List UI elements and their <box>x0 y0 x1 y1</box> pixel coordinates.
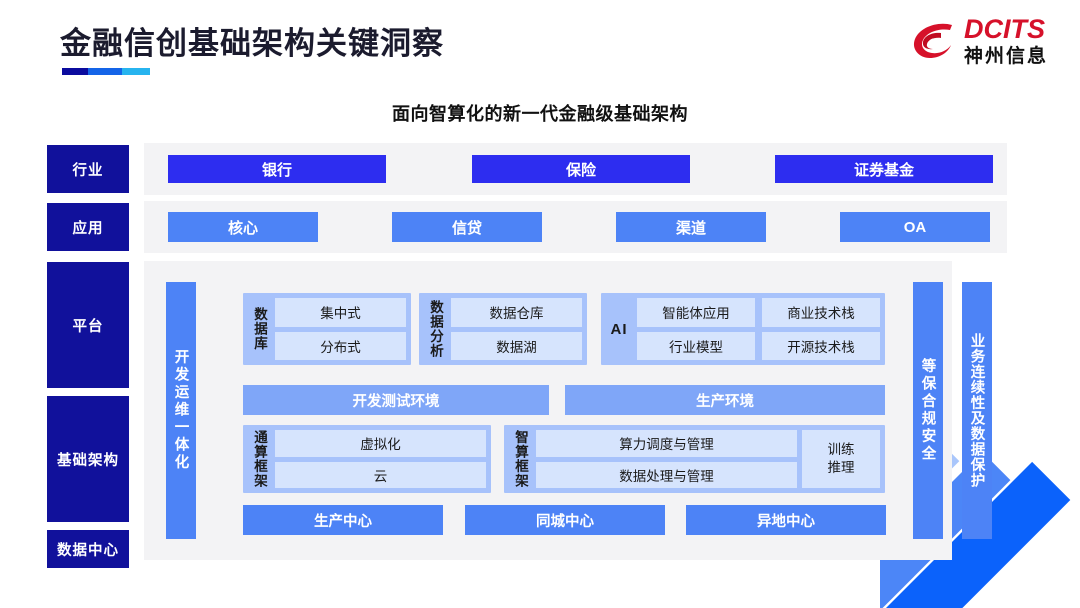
group-label-data-analysis: 数据分析 <box>428 300 443 358</box>
cell-virtualization[interactable]: 虚拟化 <box>275 430 486 457</box>
cell-infer-label: 推理 <box>827 460 855 475</box>
vertical-bar-security: 等保合规安全 <box>913 282 943 539</box>
cell-agent-application[interactable]: 智能体应用 <box>637 298 755 327</box>
app-chip-credit[interactable]: 信贷 <box>392 212 542 242</box>
brand-logo: DCITS 神州信息 <box>908 16 1048 66</box>
page-subtitle: 面向智算化的新一代金融级基础架构 <box>392 104 688 124</box>
cell-train-label: 训练 <box>827 441 855 457</box>
industry-chip-bank[interactable]: 银行 <box>168 155 386 183</box>
cell-data-lake[interactable]: 数据湖 <box>451 331 582 360</box>
cell-data-warehouse[interactable]: 数据仓库 <box>451 298 582 327</box>
band-label-infrastructure: 基础架构 <box>47 396 129 522</box>
cell-distributed[interactable]: 分布式 <box>275 331 406 360</box>
env-bar-production[interactable]: 生产环境 <box>565 385 885 415</box>
industry-chip-securities-fund[interactable]: 证券基金 <box>775 155 993 183</box>
page-title: 金融信创基础架构关键洞察 <box>60 26 444 61</box>
group-label-ai-compute: 智算框架 <box>513 430 528 488</box>
dcits-swirl-logo-icon <box>908 16 958 66</box>
app-chip-core[interactable]: 核心 <box>168 212 318 242</box>
group-ai: AI 智能体应用 商业技术栈 行业模型 开源技术栈 <box>601 293 885 365</box>
center-bar-remote[interactable]: 异地中心 <box>686 505 886 535</box>
cell-industry-model[interactable]: 行业模型 <box>637 331 755 360</box>
cell-open-source-tech-stack[interactable]: 开源技术栈 <box>762 331 880 360</box>
cell-data-processing[interactable]: 数据处理与管理 <box>536 461 797 488</box>
cell-centralized[interactable]: 集中式 <box>275 298 406 327</box>
band-label-application: 应用 <box>47 203 129 251</box>
cell-train-infer[interactable]: 训练 推理 <box>802 430 880 488</box>
group-data-analysis: 数据分析 数据仓库 数据湖 <box>419 293 587 365</box>
app-chip-oa[interactable]: OA <box>840 212 990 242</box>
logo-text-en: DCITS <box>963 14 1045 44</box>
cell-cloud[interactable]: 云 <box>275 461 486 488</box>
vertical-bar-continuity: 业务连续性及数据保护 <box>962 282 992 539</box>
title-underline-rule <box>62 68 150 75</box>
group-label-general-compute: 通算框架 <box>252 430 267 488</box>
industry-chip-insurance[interactable]: 保险 <box>472 155 690 183</box>
industry-panel: 银行 保险 证券基金 <box>144 143 1007 195</box>
cell-commercial-tech-stack[interactable]: 商业技术栈 <box>762 298 880 327</box>
center-bar-production[interactable]: 生产中心 <box>243 505 443 535</box>
env-bar-dev-test[interactable]: 开发测试环境 <box>243 385 549 415</box>
cell-compute-scheduling[interactable]: 算力调度与管理 <box>536 430 797 457</box>
group-general-compute-framework: 通算框架 虚拟化 云 <box>243 425 491 493</box>
band-label-datacenter: 数据中心 <box>47 530 129 568</box>
application-panel: 核心 信贷 渠道 OA <box>144 201 1007 253</box>
group-database: 数据库 集中式 分布式 <box>243 293 411 365</box>
group-label-ai: AI <box>610 320 628 338</box>
logo-text-cn: 神州信息 <box>963 46 1048 67</box>
app-chip-channel[interactable]: 渠道 <box>616 212 766 242</box>
group-ai-compute-framework: 智算框架 算力调度与管理 数据处理与管理 训练 推理 <box>504 425 885 493</box>
vertical-bar-devops: 开发运维一体化 <box>166 282 196 539</box>
group-label-database: 数据库 <box>252 307 267 351</box>
center-bar-metro[interactable]: 同城中心 <box>465 505 665 535</box>
band-label-industry: 行业 <box>47 145 129 193</box>
band-label-platform: 平台 <box>47 262 129 388</box>
